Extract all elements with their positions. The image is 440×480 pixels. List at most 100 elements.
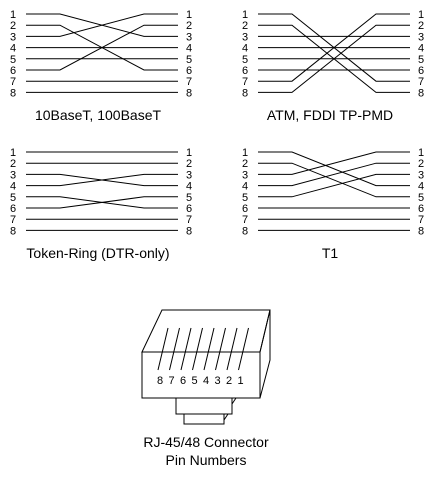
- left-pin-label: 2: [242, 20, 248, 32]
- left-pin-label: 3: [10, 169, 16, 181]
- left-pin-label: 6: [10, 203, 16, 215]
- connector-pin-number: 2: [226, 375, 232, 387]
- connector-top-face: [141, 309, 271, 353]
- right-pin-label: 8: [418, 225, 424, 237]
- connector-pin-contact: [157, 327, 169, 371]
- right-pin-label: 2: [186, 20, 192, 32]
- connector-pin-contact: [203, 327, 215, 371]
- connector-pin-number: 4: [203, 375, 209, 387]
- connector-pin-contact: [192, 327, 203, 371]
- wire-5-to-3: [258, 173, 410, 198]
- left-pin-label: 3: [242, 31, 248, 43]
- wire-4-to-2: [258, 162, 410, 187]
- right-pin-label: 2: [186, 158, 192, 170]
- connector-pin-number: 6: [180, 375, 186, 387]
- left-pin-label: 4: [242, 181, 248, 193]
- diagram-caption: 10BaseT, 100BaseT: [35, 107, 162, 123]
- right-pin-label: 7: [186, 214, 192, 226]
- right-pin-label: 5: [186, 54, 192, 66]
- connector-pin-contacts: [157, 327, 249, 371]
- left-pin-label: 2: [242, 158, 248, 170]
- left-pin-label: 5: [242, 192, 248, 204]
- right-pin-label: 5: [418, 192, 424, 204]
- left-pin-label: 3: [242, 169, 248, 181]
- right-pin-label: 8: [418, 87, 424, 99]
- right-pin-label: 6: [186, 203, 192, 215]
- right-pin-label: 5: [186, 192, 192, 204]
- left-pin-label: 8: [10, 87, 16, 99]
- connector-pin-number: 5: [191, 375, 197, 387]
- connector-pin-number: 3: [214, 375, 220, 387]
- connector-pin-contact: [215, 327, 226, 371]
- left-pin-label: 7: [10, 76, 16, 88]
- left-pin-label: 2: [10, 20, 16, 32]
- right-pin-label: 1: [418, 9, 424, 21]
- connector-pin-number: 7: [168, 375, 174, 387]
- left-pin-label: 2: [10, 158, 16, 170]
- left-pin-label: 1: [10, 147, 16, 159]
- left-pin-label: 7: [242, 214, 248, 226]
- right-pin-label: 1: [418, 147, 424, 159]
- right-pin-label: 5: [418, 54, 424, 66]
- wire-2-to-5: [258, 162, 410, 198]
- right-pin-label: 1: [186, 147, 192, 159]
- left-pin-label: 8: [242, 225, 248, 237]
- left-pin-label: 4: [242, 43, 248, 55]
- right-pin-label: 6: [186, 65, 192, 77]
- right-pin-label: 2: [418, 158, 424, 170]
- right-pin-label: 4: [418, 43, 424, 55]
- right-pin-label: 3: [186, 31, 192, 43]
- left-pin-label: 4: [10, 43, 16, 55]
- wire-3-to-1: [26, 13, 178, 37]
- left-pin-label: 8: [10, 225, 16, 237]
- wire-6-to-2: [26, 24, 178, 71]
- left-pin-label: 5: [10, 192, 16, 204]
- connector-side-face: [259, 309, 271, 399]
- connector-front-face: [141, 351, 261, 399]
- right-pin-label: 3: [418, 31, 424, 43]
- right-pin-label: 7: [418, 76, 424, 88]
- connector-caption-line1: RJ-45/48 Connector: [143, 434, 269, 450]
- right-pin-label: 3: [186, 169, 192, 181]
- connector-pin-number: 1: [237, 375, 243, 387]
- right-pin-label: 4: [418, 181, 424, 193]
- right-pin-label: 8: [186, 87, 192, 99]
- right-pin-label: 4: [186, 181, 192, 193]
- connector-latch: [175, 398, 233, 415]
- left-pin-label: 5: [242, 54, 248, 66]
- wire-6-to-5: [26, 196, 178, 209]
- wire-4-to-3: [26, 173, 178, 187]
- left-pin-label: 7: [242, 76, 248, 88]
- wire-1-to-4: [258, 151, 410, 187]
- wire-7-to-1: [258, 13, 410, 82]
- connector-pin-contact: [169, 327, 180, 371]
- right-pin-label: 4: [186, 43, 192, 55]
- diagram-caption: T1: [322, 245, 339, 261]
- right-pin-label: 6: [418, 203, 424, 215]
- connector-pin-contact: [180, 327, 192, 371]
- left-pin-label: 6: [242, 65, 248, 77]
- connector-latch-edge: [231, 397, 237, 405]
- left-pin-label: 7: [10, 214, 16, 226]
- left-pin-label: 1: [242, 9, 248, 21]
- diagram-caption: Token-Ring (DTR-only): [26, 245, 169, 261]
- left-pin-label: 1: [10, 9, 16, 21]
- right-pin-label: 6: [418, 65, 424, 77]
- left-pin-label: 3: [10, 31, 16, 43]
- right-pin-label: 8: [186, 225, 192, 237]
- connector-latch-tip: [183, 414, 225, 425]
- wire-8-to-2: [258, 24, 410, 93]
- left-pin-label: 6: [10, 65, 16, 77]
- right-pin-label: 7: [418, 214, 424, 226]
- connector-pin-contact: [238, 327, 249, 371]
- left-pin-label: 6: [242, 203, 248, 215]
- right-pin-label: 1: [186, 9, 192, 21]
